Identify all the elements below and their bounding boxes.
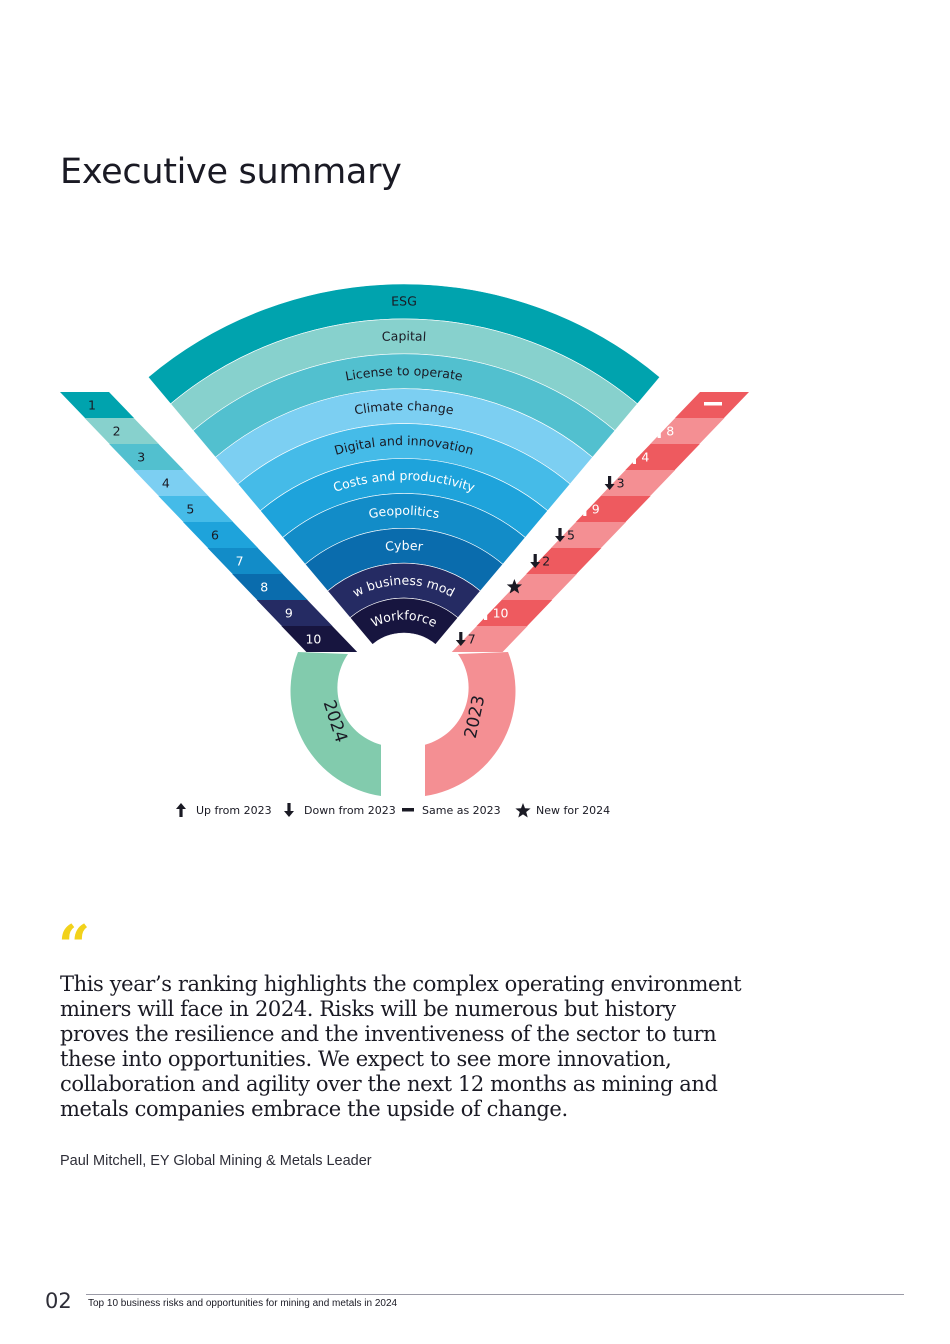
star-icon xyxy=(506,579,523,594)
rank-2024-label: 4 xyxy=(162,476,170,491)
ranks-2023-column: 8 4 3 9 5 2 10 7 xyxy=(451,392,749,652)
rank-2023-label: 5 xyxy=(567,528,575,543)
rank-2024-band xyxy=(60,392,134,418)
rank-2023-label: 10 xyxy=(493,606,509,621)
footer-divider xyxy=(86,1294,904,1295)
ring-2024 xyxy=(290,652,381,796)
footer-title: Top 10 business risks and opportunities … xyxy=(88,1298,398,1309)
legend-label: New for 2024 xyxy=(536,804,610,817)
rank-2024-band xyxy=(133,470,209,496)
rank-2024-label: 8 xyxy=(260,580,268,595)
rank-2023-label: 7 xyxy=(468,632,476,647)
rank-2023-label: 2 xyxy=(542,554,550,569)
ring-10 xyxy=(349,597,459,645)
dash-icon xyxy=(402,808,414,812)
arrow-down-icon xyxy=(555,528,565,542)
ranks-2024-column: 1 2 3 4 5 6 7 8 9 10 xyxy=(60,392,358,652)
rank-2024-band xyxy=(232,574,308,600)
rank-2023-label: 9 xyxy=(592,502,600,517)
rank-2024-label: 10 xyxy=(305,632,321,647)
rank-2024-label: 7 xyxy=(236,554,244,569)
rank-2024-band xyxy=(207,548,283,574)
rank-2024-label: 6 xyxy=(211,528,219,543)
rank-2024-band xyxy=(256,600,333,626)
quote-attribution: Paul Mitchell, EY Global Mining & Metals… xyxy=(60,1153,372,1169)
rank-2024-label: 5 xyxy=(186,502,194,517)
legend-label: Up from 2023 xyxy=(196,804,272,817)
rank-2023-band xyxy=(575,496,651,522)
ring-label-3: License to operate xyxy=(344,363,464,384)
legend-label: Down from 2023 xyxy=(304,804,396,817)
rank-2023-band xyxy=(600,470,676,496)
quote-text: This year’s ranking highlights the compl… xyxy=(60,972,742,1121)
arrow-down-icon xyxy=(604,476,615,490)
rank-2024-label: 3 xyxy=(137,450,145,465)
ring-2023 xyxy=(425,652,516,796)
rank-2023-band xyxy=(650,418,725,444)
rank-2023-label: 3 xyxy=(617,476,625,491)
arrow-up-icon xyxy=(654,424,665,438)
arrow-down-icon xyxy=(455,632,466,646)
ring-label-8: Cyber xyxy=(384,538,424,554)
rank-2023-band xyxy=(625,444,700,470)
rank-2023-band xyxy=(501,574,577,600)
legend: Up from 2023 Down from 2023 Same as 2023 Ne… xyxy=(176,803,610,818)
page-title: Executive summary xyxy=(60,152,402,192)
rank-2023-label: 4 xyxy=(641,450,649,465)
rank-2024-band xyxy=(281,626,358,652)
arrow-up-icon xyxy=(629,450,640,464)
rank-2023-band xyxy=(476,600,553,626)
rank-2024-band xyxy=(183,522,258,548)
quote-mark-icon: “ xyxy=(58,913,91,979)
rank-2024-band xyxy=(109,444,184,470)
arrow-down-icon xyxy=(284,803,294,817)
rank-2024-band xyxy=(158,496,234,522)
star-icon xyxy=(515,803,531,818)
rank-2024-label: 1 xyxy=(88,398,96,413)
ring-label-2: Capital xyxy=(381,328,426,344)
arrow-down-icon xyxy=(530,554,541,568)
legend-label: Same as 2023 xyxy=(422,804,501,817)
dash-icon xyxy=(704,402,722,406)
ring-label-4: Climate change xyxy=(353,398,455,417)
rank-2024-label: 2 xyxy=(113,424,121,439)
arrow-up-icon xyxy=(176,803,186,817)
rank-2023-band xyxy=(551,522,626,548)
arrow-up-icon xyxy=(579,502,590,516)
rank-2023-band xyxy=(526,548,602,574)
arrow-up-icon xyxy=(480,606,491,620)
ring-label-10: Workforce xyxy=(369,607,440,630)
rank-2023-label: 8 xyxy=(666,424,674,439)
page-number: 02 xyxy=(45,1289,72,1313)
rank-2023-band xyxy=(451,626,528,652)
rank-2024-label: 9 xyxy=(285,606,293,621)
ring-label-1: ESG xyxy=(391,293,417,308)
rank-2024-band xyxy=(84,418,159,444)
